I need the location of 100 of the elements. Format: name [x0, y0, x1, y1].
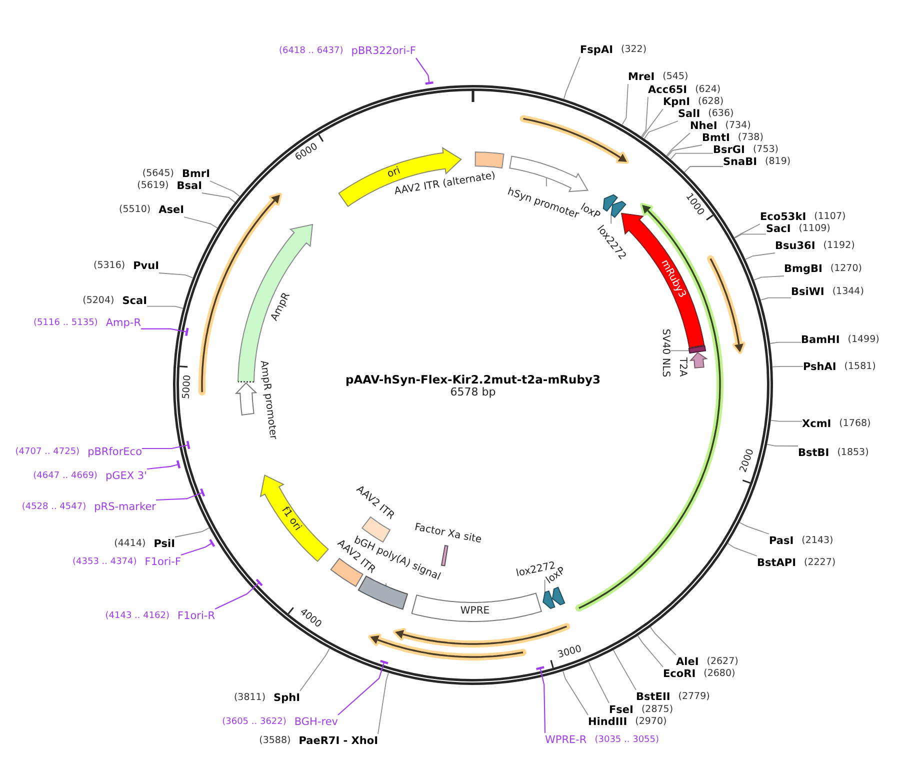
feature-block: [542, 589, 556, 610]
leader-line: [670, 350, 690, 352]
leader-line: [766, 444, 798, 446]
leader-line: [684, 166, 724, 173]
leader-line: [754, 276, 784, 280]
leader-line: [610, 214, 612, 224]
site-position: (2970): [635, 716, 667, 728]
leader-line: [156, 488, 206, 501]
sequence-length: 6578 bp: [450, 386, 496, 400]
site-mark: [440, 544, 449, 567]
enzyme-name: EcoRI: [663, 668, 696, 680]
enzyme-name: HindIII: [588, 716, 628, 728]
leader-line: [734, 224, 760, 238]
leader-line: [202, 192, 236, 203]
leader-line: [416, 58, 434, 85]
site-position: (3035 .. 3055): [594, 734, 660, 746]
enzyme-name: Bsu36I: [775, 240, 816, 252]
enzyme-name: PshAI: [803, 360, 836, 374]
site-position: (753): [752, 144, 779, 156]
scale-label: 5000: [182, 374, 194, 400]
enzyme-name: BmtI: [702, 132, 730, 144]
leader-line: [622, 84, 628, 126]
leader-line: [146, 459, 181, 470]
leader-line: [141, 326, 189, 337]
feature-label: AmpR promoter: [257, 360, 279, 440]
leader-line: [378, 672, 389, 734]
site-position: (322): [620, 44, 647, 56]
primer-name: F1ori-F: [144, 556, 181, 568]
site-position: (1768): [839, 418, 871, 430]
leader-line: [770, 420, 802, 422]
primer-name: F1ori-R: [178, 610, 215, 622]
leader-line: [642, 108, 664, 138]
site-position: (4353 .. 4374): [72, 556, 137, 568]
feature-label: loxP: [578, 202, 602, 222]
leader-line: [770, 342, 802, 344]
site-position: (6418 .. 6437): [279, 46, 344, 56]
site-position: (4647 .. 4669): [33, 470, 98, 482]
enzyme-name: PvuI: [133, 260, 159, 272]
site-position: (636): [708, 108, 734, 120]
leader-line: [666, 144, 702, 157]
site-position: (2875): [641, 704, 674, 716]
site-position: (5619): [137, 180, 169, 192]
site-position: (1270): [830, 264, 862, 274]
leader-line: [637, 635, 664, 668]
feature-label: f1 ori: [278, 505, 304, 533]
leader-line: [640, 96, 648, 138]
feature-block: [551, 586, 566, 606]
site-position: (1107): [814, 212, 846, 222]
site-position: (3588): [259, 736, 291, 746]
site-position: (5510): [119, 204, 151, 216]
site-position: (2143): [802, 536, 834, 546]
enzyme-name: MreI: [628, 70, 655, 84]
scale-label: 3000: [556, 644, 583, 662]
site-position: (2680): [704, 668, 736, 680]
leader-line: [670, 152, 714, 160]
site-position: (545): [662, 72, 688, 82]
leader-line: [184, 216, 218, 228]
leader-line: [666, 132, 690, 156]
enzyme-name: BstAPI: [757, 556, 796, 570]
enzyme-name: FspAI: [580, 44, 613, 56]
leader-line: [210, 180, 240, 197]
enzyme-name: BamHI: [801, 334, 840, 346]
site-position: (819): [765, 156, 791, 168]
leader-line: [739, 522, 770, 534]
feature-label: SV40 NLS: [659, 328, 671, 378]
enzyme-name: BstBI: [798, 446, 830, 460]
enzyme-name: SalI: [678, 108, 700, 120]
site-position: (624): [695, 84, 721, 96]
leader-line: [563, 56, 580, 100]
site-position: (3811): [234, 692, 266, 704]
site-position: (1344): [832, 286, 864, 298]
scale-label: 2000: [738, 448, 757, 474]
site-position: (5204): [82, 296, 114, 306]
enzyme-name: BsaI: [176, 180, 202, 192]
leader-line: [612, 650, 636, 690]
feature-block: [235, 382, 258, 417]
primer-name: pGEX 3': [105, 470, 147, 482]
leader-line: [142, 440, 190, 450]
feature-label: Factor Xa site: [414, 522, 482, 546]
leader-line: [174, 527, 210, 538]
leader-line: [546, 177, 547, 187]
site-position: (1109): [798, 224, 830, 234]
map-title: pAAV-hSyn-Flex-Kir2.2mut-t2a-mRuby3: [346, 373, 600, 387]
site-position: (4707 .. 4725): [15, 446, 80, 458]
site-position: (1581): [844, 362, 876, 372]
enzyme-name: AseI: [158, 204, 184, 216]
enzyme-name: Eco53kI: [760, 210, 806, 224]
site-position: (5116 .. 5135): [34, 318, 98, 328]
site-position: (2227): [804, 558, 836, 568]
feature-block: [689, 351, 708, 369]
leader-line: [644, 120, 678, 140]
leader-line: [772, 366, 804, 368]
site-position: (2779): [678, 692, 710, 702]
site-position: (4143 .. 4162): [105, 610, 170, 622]
leader-line: [562, 670, 588, 716]
feature-label: ori: [386, 165, 402, 181]
primer-name: pBRforEco: [88, 446, 142, 458]
primer-name: Amp-R: [106, 316, 141, 330]
site-position: (5645): [142, 168, 174, 180]
enzyme-name: SphI: [274, 692, 300, 704]
